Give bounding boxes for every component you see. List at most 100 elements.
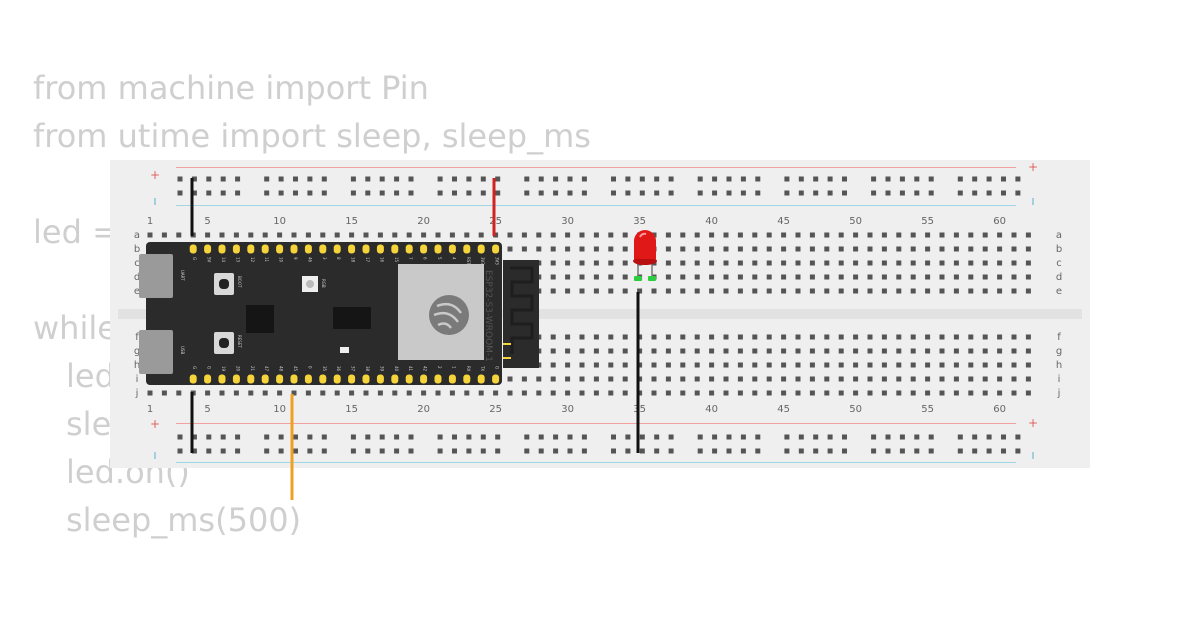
breadboard-hole[interactable] — [871, 448, 877, 454]
breadboard-hole[interactable] — [867, 288, 873, 294]
breadboard-hole[interactable] — [1025, 362, 1031, 368]
breadboard-hole[interactable] — [264, 434, 270, 440]
breadboard-hole[interactable] — [766, 260, 772, 266]
breadboard-hole[interactable] — [809, 232, 815, 238]
breadboard-hole[interactable] — [466, 190, 472, 196]
breadboard-hole[interactable] — [881, 348, 887, 354]
breadboard-hole[interactable] — [784, 448, 790, 454]
breadboard-hole[interactable] — [726, 434, 732, 440]
breadboard-hole[interactable] — [480, 448, 486, 454]
header-pin[interactable] — [362, 244, 370, 254]
breadboard-hole[interactable] — [957, 176, 963, 182]
breadboard-hole[interactable] — [997, 274, 1003, 280]
breadboard-hole[interactable] — [997, 390, 1003, 396]
breadboard-hole[interactable] — [723, 362, 729, 368]
breadboard-hole[interactable] — [740, 190, 746, 196]
breadboard-hole[interactable] — [781, 260, 787, 266]
breadboard-hole[interactable] — [480, 190, 486, 196]
breadboard-hole[interactable] — [1025, 390, 1031, 396]
breadboard-hole[interactable] — [899, 434, 905, 440]
breadboard-hole[interactable] — [593, 274, 599, 280]
breadboard-hole[interactable] — [478, 390, 484, 396]
breadboard-hole[interactable] — [349, 232, 355, 238]
breadboard-hole[interactable] — [637, 362, 643, 368]
breadboard-hole[interactable] — [608, 376, 614, 382]
breadboard-hole[interactable] — [896, 362, 902, 368]
breadboard-hole[interactable] — [896, 376, 902, 382]
breadboard-hole[interactable] — [723, 288, 729, 294]
breadboard-hole[interactable] — [881, 260, 887, 266]
breadboard-hole[interactable] — [899, 448, 905, 454]
breadboard-hole[interactable] — [565, 274, 571, 280]
header-pin[interactable] — [232, 374, 240, 384]
breadboard-hole[interactable] — [752, 362, 758, 368]
header-pin[interactable] — [204, 374, 212, 384]
breadboard-hole[interactable] — [928, 434, 934, 440]
breadboard-hole[interactable] — [680, 274, 686, 280]
breadboard-hole[interactable] — [781, 362, 787, 368]
breadboard-hole[interactable] — [784, 434, 790, 440]
breadboard-hole[interactable] — [809, 288, 815, 294]
breadboard-hole[interactable] — [842, 434, 847, 440]
breadboard-hole[interactable] — [206, 448, 212, 454]
breadboard-hole[interactable] — [982, 232, 988, 238]
breadboard-hole[interactable] — [248, 232, 254, 238]
breadboard-hole[interactable] — [651, 390, 657, 396]
breadboard-hole[interactable] — [161, 232, 167, 238]
breadboard-hole[interactable] — [1025, 376, 1031, 382]
breadboard-hole[interactable] — [536, 232, 542, 238]
breadboard-hole[interactable] — [379, 448, 385, 454]
breadboard-hole[interactable] — [680, 288, 686, 294]
breadboard-hole[interactable] — [350, 190, 356, 196]
breadboard-hole[interactable] — [233, 232, 239, 238]
breadboard-hole[interactable] — [809, 376, 815, 382]
header-pin[interactable] — [232, 244, 240, 254]
breadboard-hole[interactable] — [982, 334, 988, 340]
breadboard-hole[interactable] — [464, 390, 470, 396]
breadboard-hole[interactable] — [957, 190, 963, 196]
header-pin[interactable] — [247, 374, 255, 384]
header-pin[interactable] — [477, 374, 485, 384]
breadboard-hole[interactable] — [982, 376, 988, 382]
breadboard-hole[interactable] — [553, 434, 559, 440]
breadboard-hole[interactable] — [813, 190, 819, 196]
header-pin[interactable] — [434, 374, 442, 384]
breadboard-hole[interactable] — [953, 334, 959, 340]
breadboard-hole[interactable] — [910, 390, 916, 396]
red-led[interactable] — [633, 230, 657, 281]
breadboard-hole[interactable] — [795, 348, 801, 354]
breadboard-hole[interactable] — [680, 260, 686, 266]
breadboard-hole[interactable] — [709, 274, 715, 280]
breadboard-hole[interactable] — [795, 274, 801, 280]
breadboard-hole[interactable] — [853, 232, 859, 238]
breadboard-hole[interactable] — [277, 232, 283, 238]
header-pin[interactable] — [492, 244, 500, 254]
breadboard-hole[interactable] — [550, 232, 556, 238]
breadboard-hole[interactable] — [914, 434, 920, 440]
breadboard-hole[interactable] — [608, 288, 614, 294]
breadboard-hole[interactable] — [665, 334, 671, 340]
breadboard-hole[interactable] — [928, 448, 934, 454]
breadboard-hole[interactable] — [853, 362, 859, 368]
breadboard-hole[interactable] — [637, 334, 643, 340]
breadboard-hole[interactable] — [896, 232, 902, 238]
breadboard-hole[interactable] — [278, 434, 284, 440]
breadboard-hole[interactable] — [521, 246, 527, 252]
breadboard-hole[interactable] — [363, 232, 369, 238]
breadboard-hole[interactable] — [723, 334, 729, 340]
breadboard-hole[interactable] — [867, 246, 873, 252]
breadboard-hole[interactable] — [925, 274, 931, 280]
breadboard-hole[interactable] — [147, 390, 153, 396]
breadboard-hole[interactable] — [752, 246, 758, 252]
breadboard-hole[interactable] — [334, 390, 340, 396]
header-pin[interactable] — [434, 244, 442, 254]
header-pin[interactable] — [319, 244, 327, 254]
breadboard-hole[interactable] — [813, 434, 819, 440]
breadboard-hole[interactable] — [755, 448, 761, 454]
breadboard-hole[interactable] — [608, 274, 614, 280]
breadboard-hole[interactable] — [581, 434, 587, 440]
breadboard-hole[interactable] — [694, 348, 700, 354]
breadboard-hole[interactable] — [939, 288, 945, 294]
breadboard-hole[interactable] — [867, 334, 873, 340]
breadboard-hole[interactable] — [824, 348, 830, 354]
